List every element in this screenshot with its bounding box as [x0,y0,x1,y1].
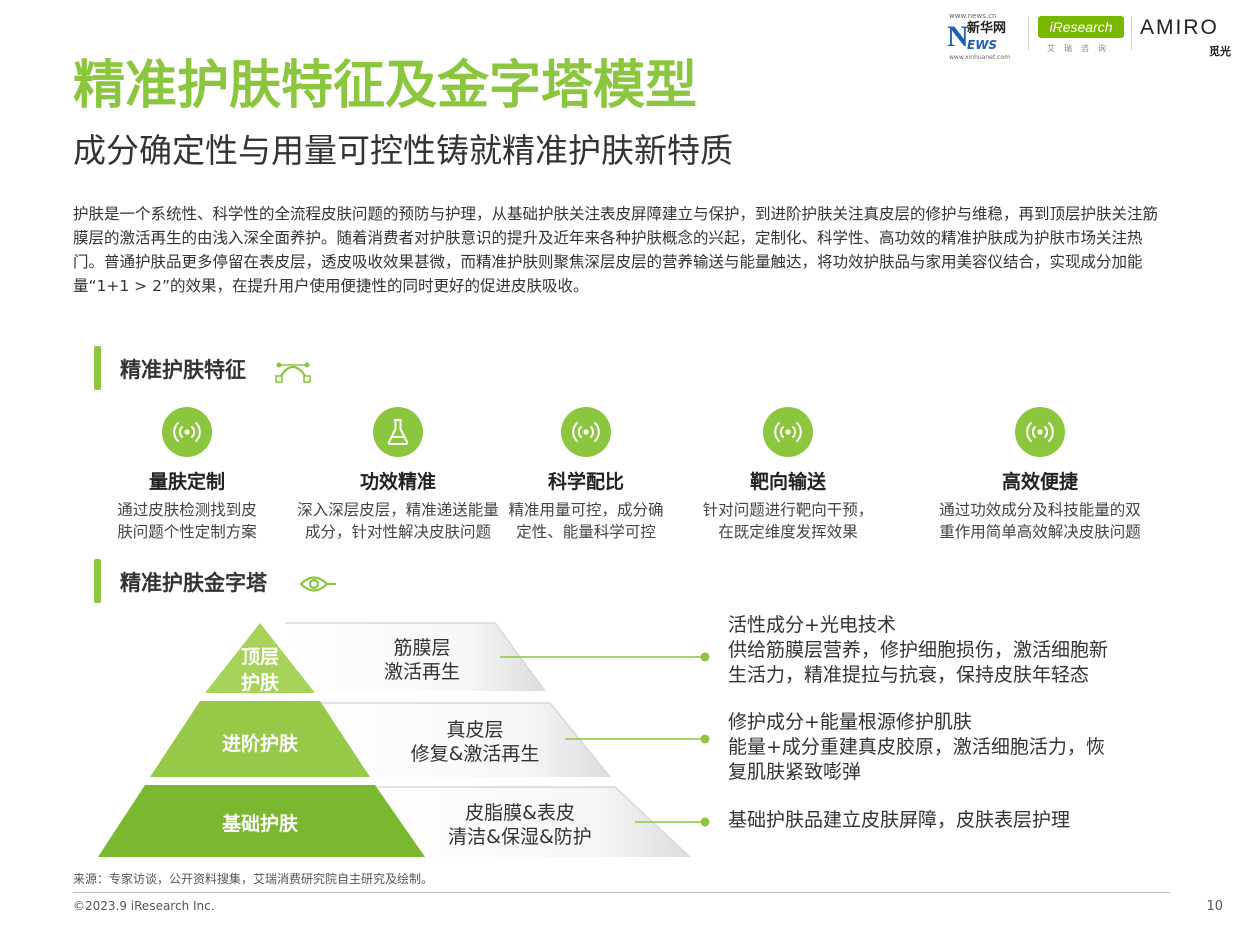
pyramid-diagram [98,622,710,858]
feature-card: 靶向输送 针对问题进行靶向干预，在既定维度发挥效果 [688,407,888,543]
feature-title: 功效精准 [359,471,436,493]
feature-title: 高效便捷 [1001,471,1078,493]
detail-text-top: 活性成分+光电技术供给筋膜层营养，修护细胞损伤，激活细胞新生活力，精准提拉与抗衰… [728,614,1109,686]
layer-text-bottom: 皮脂膜&表皮清洁&保湿&防护 [448,802,592,848]
tier-label-top: 顶层护肤 [240,646,279,694]
wave-icon [1015,407,1065,457]
wave-icon [561,407,611,457]
logo-divider [1028,16,1029,50]
pyramid-tier-top [205,623,315,693]
flask-icon [373,407,423,457]
connector-dot [700,734,710,744]
section-title-features: 精准护肤特征 [120,358,246,382]
source-note: 来源：专家访谈，公开资料搜集，艾瑞消费研究院自主研究及绘制。 [73,872,434,886]
wave-icon [763,407,813,457]
page-title: 精准护肤特征及金字塔模型 [73,56,698,116]
pyramid-ribbon-top [285,622,546,692]
iresearch-logo: iResearch 艾瑞咨询 [1038,12,1126,58]
detail-text-bottom: 基础护肤品建立皮肤屏障，皮肤表层护理 [728,809,1071,831]
feature-card: 量肤定制 通过皮肤检测找到皮肤问题个性定制方案 [87,407,287,543]
feature-desc: 深入深层皮层，精准递送能量成分，针对性解决皮肤问题 [297,501,499,541]
pyramid-tier-middle [150,701,370,777]
amiro-cn: 觅光 [1209,45,1231,58]
feature-title: 靶向输送 [749,471,826,493]
detail-text-middle: 修护成分+能量根源修护肌肤能量+成分重建真皮胶原，激活细胞活力，恢复肌肤紧致嘭弹 [728,711,1105,783]
feature-desc: 通过皮肤检测找到皮肤问题个性定制方案 [117,501,257,541]
wave-icon [162,407,212,457]
feature-title: 量肤定制 [148,471,225,493]
connector-dot [700,652,710,662]
amiro-logo: AMIRO 觅光 [1140,12,1235,58]
section-marker [94,559,101,603]
feature-card: 功效精准 深入深层皮层，精准递送能量成分，针对性解决皮肤问题 [283,407,513,543]
feature-desc: 精准用量可控，成分确定性、能量科学可控 [508,501,664,541]
xinhua-logo: www.news.cn N 新华网 EWS www.xinhuanet.com [947,12,1019,62]
layer-text-top: 筋膜层激活再生 [383,637,460,683]
feature-desc: 针对问题进行靶向干预，在既定维度发挥效果 [702,501,874,541]
feature-card: 科学配比 精准用量可控，成分确定性、能量科学可控 [486,407,686,543]
connector-dot [700,817,710,827]
section-title-pyramid: 精准护肤金字塔 [120,571,267,595]
amiro-name: AMIRO [1140,16,1219,39]
footer-divider [73,892,1170,893]
bezier-icon [275,362,311,383]
tier-label-middle: 进阶护肤 [221,733,298,755]
eye-icon [299,576,336,592]
pyramid-ribbon-bottom [375,786,691,858]
feature-desc: 通过功效成分及科技能量的双重作用简单高效解决皮肤问题 [939,501,1141,541]
tier-label-bottom: 基础护肤 [221,813,298,835]
copyright: ©2023.9 iResearch Inc. [73,899,215,913]
page-subtitle: 成分确定性与用量可控性铸就精准护肤新特质 [73,131,733,170]
feature-card: 高效便捷 通过功效成分及科技能量的双重作用简单高效解决皮肤问题 [920,407,1160,543]
feature-title: 科学配比 [547,471,624,493]
iresearch-cn: 艾瑞咨询 [1047,44,1115,53]
iresearch-badge: iResearch [1038,16,1124,38]
intro-paragraph: 护肤是一个系统性、科学性的全流程皮肤问题的预防与护理，从基础护肤关注表皮屏障建立… [73,205,1159,295]
logo-divider [1131,16,1132,50]
xinhua-url-bottom: www.xinhuanet.com [949,54,1010,61]
xinhua-url-top: www.news.cn [949,12,997,20]
xinhua-name: 新华网 [967,21,1007,36]
page-number: 10 [1206,899,1223,914]
layer-text-middle: 真皮层修复&激活再生 [410,719,540,765]
xinhua-n: N [947,20,969,53]
section-marker [94,346,101,390]
xinhua-ews: EWS [967,38,998,52]
pyramid-ribbon-middle [320,702,611,778]
pyramid-tier-bottom [98,785,425,857]
